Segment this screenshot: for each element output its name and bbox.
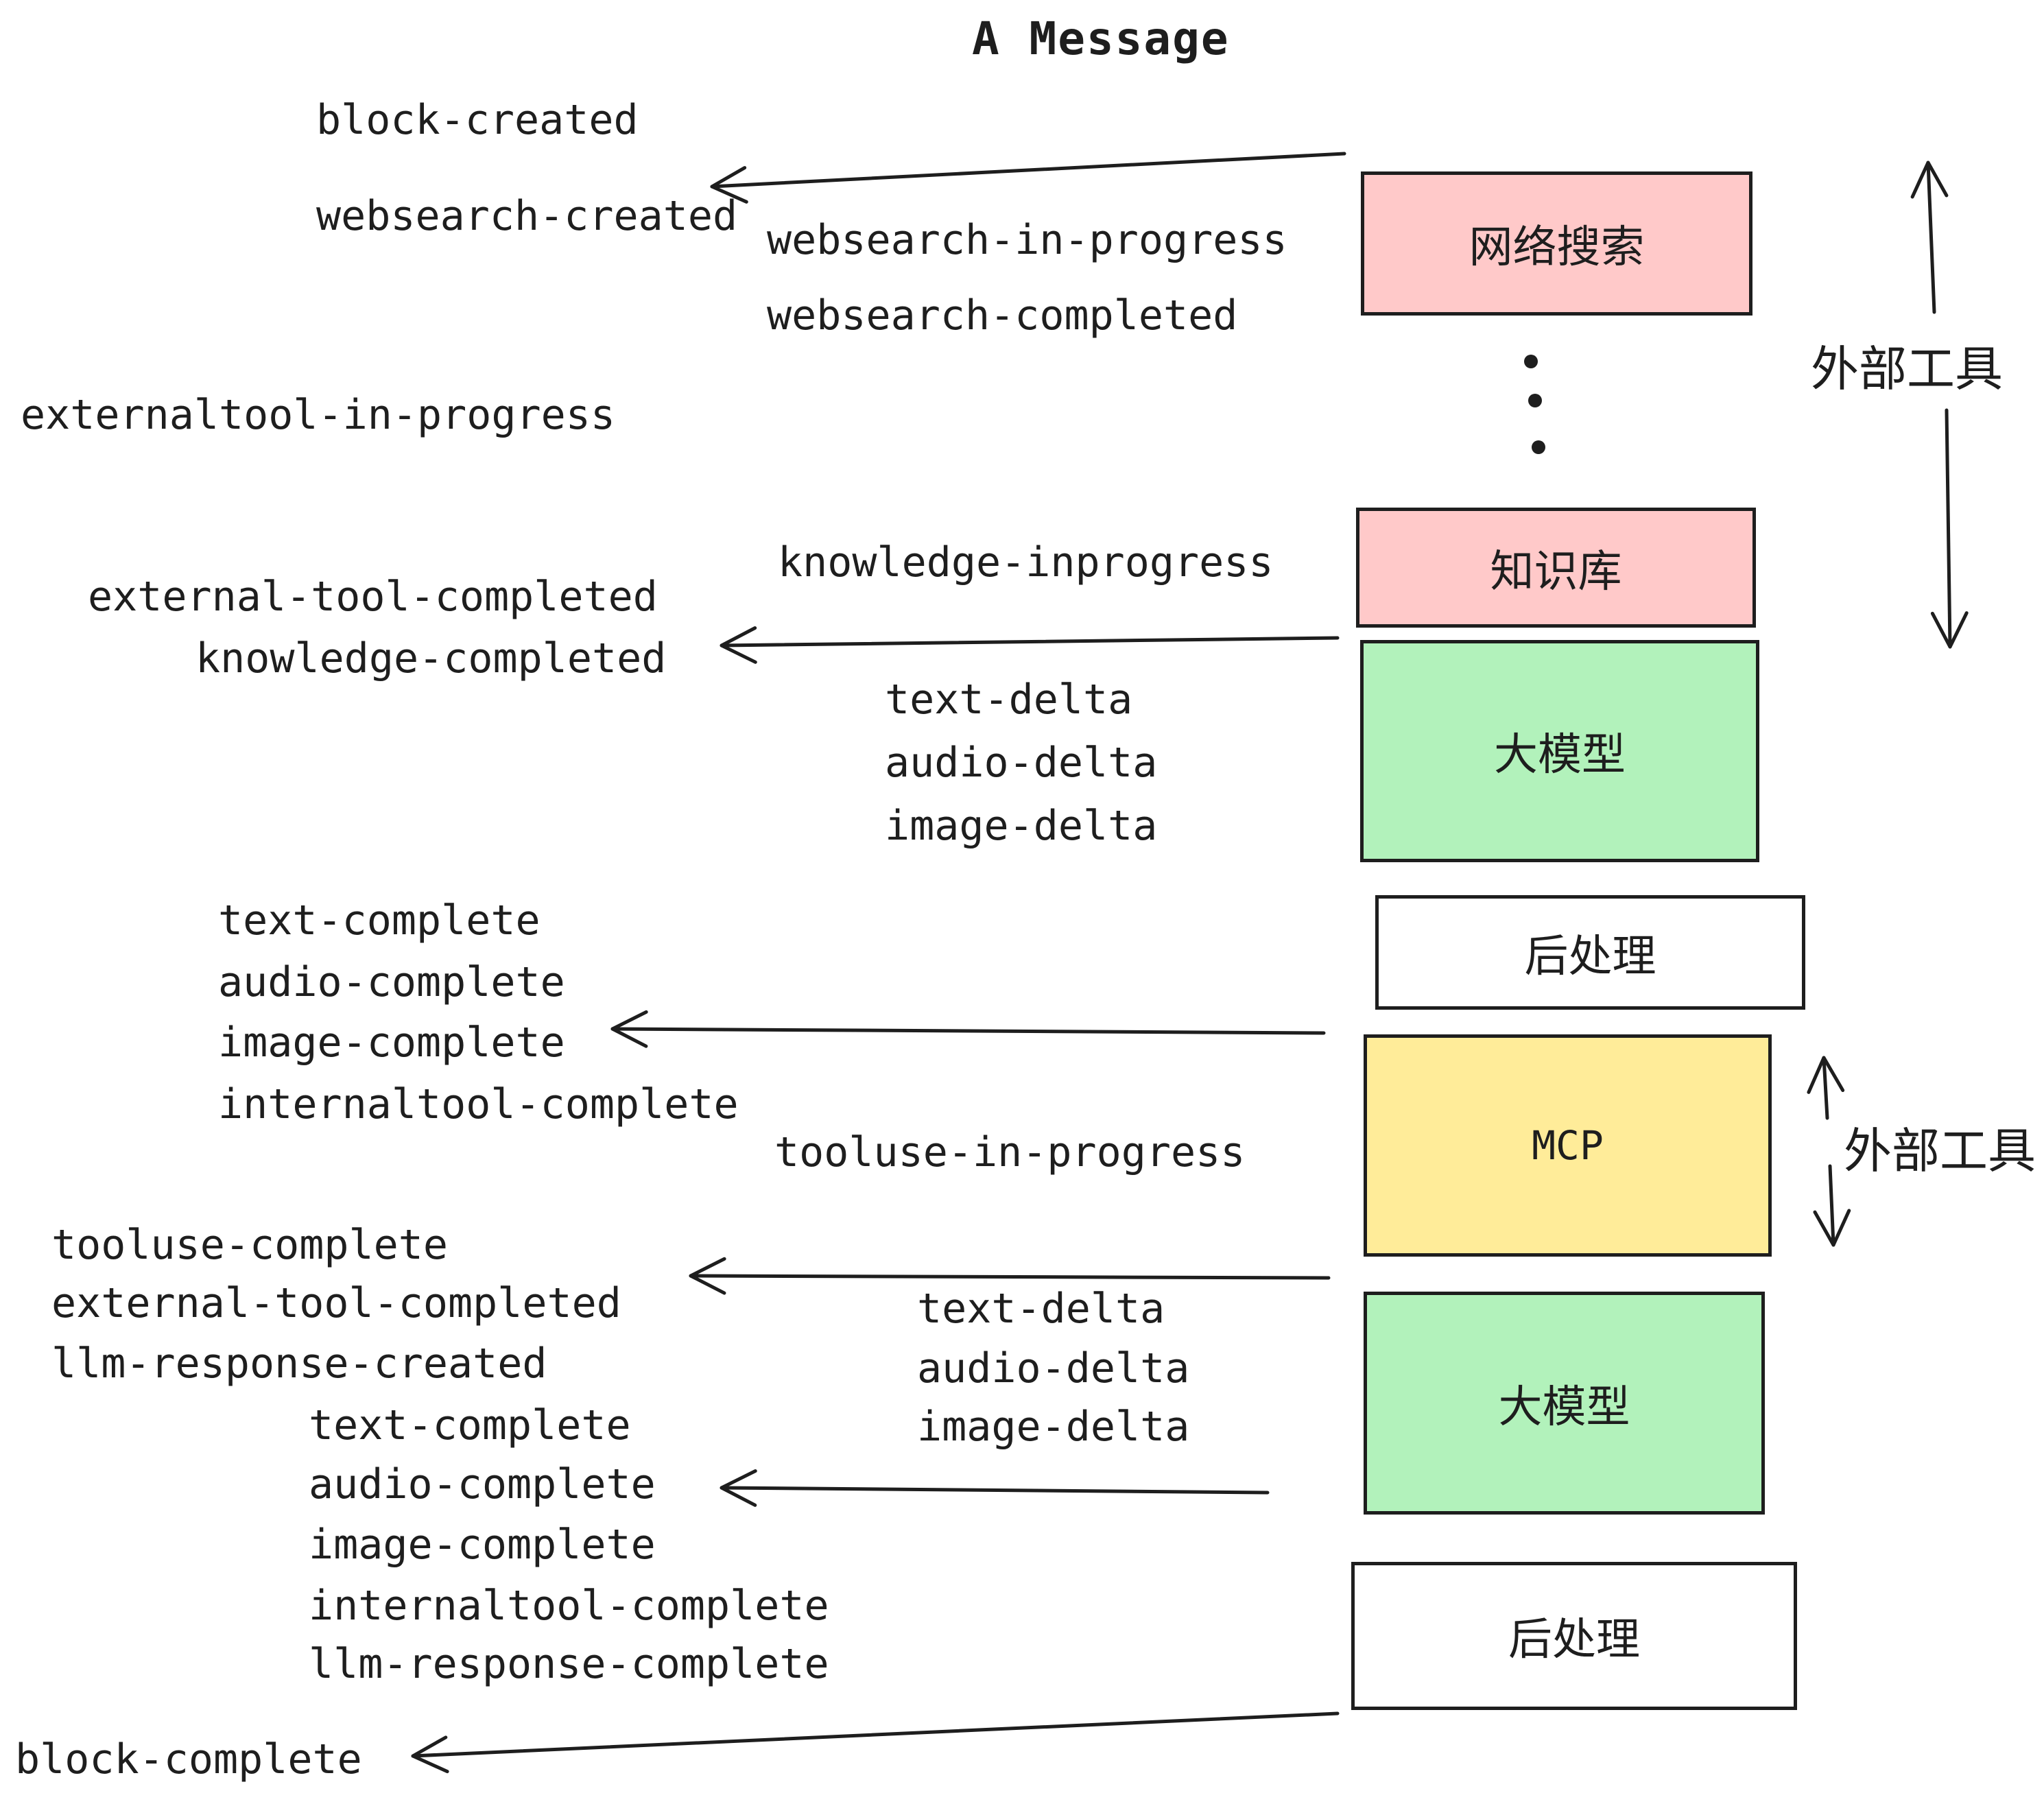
external-tool-side-label: 外部工具 bbox=[1811, 341, 2003, 397]
node-label-knowledge: 知识库 bbox=[1490, 546, 1622, 597]
node-label-postprocess-1: 后处理 bbox=[1524, 931, 1656, 982]
external-tool-up-arrow bbox=[1910, 161, 1949, 314]
event-label: text-delta bbox=[917, 1285, 1165, 1333]
event-label: block-complete bbox=[15, 1735, 362, 1783]
ellipsis-dot bbox=[1524, 355, 1538, 368]
event-label: text-complete bbox=[218, 897, 540, 945]
ellipsis-dot bbox=[1528, 394, 1542, 407]
arrow-to-block-complete bbox=[411, 1711, 1340, 1774]
external-tool-side-label: 外部工具 bbox=[1844, 1123, 2036, 1179]
event-label: image-complete bbox=[218, 1019, 565, 1067]
event-label: audio-delta bbox=[917, 1344, 1190, 1392]
external-tool-down-arrow bbox=[1930, 408, 1969, 649]
event-label: internaltool-complete bbox=[309, 1582, 829, 1630]
node-mcp: MCP bbox=[1364, 1034, 1772, 1257]
event-label: text-delta bbox=[885, 676, 1133, 724]
event-label: tooluse-in-progress bbox=[774, 1128, 1246, 1176]
node-llm-1: 大模型 bbox=[1360, 640, 1759, 862]
event-label: llm-response-complete bbox=[309, 1640, 829, 1688]
arrow-to-audio-complete bbox=[720, 1469, 1270, 1507]
event-label: websearch-in-progress bbox=[767, 216, 1287, 264]
page-title: A Message bbox=[972, 12, 1230, 65]
event-label: external-tool-completed bbox=[51, 1279, 621, 1327]
event-label: image-complete bbox=[309, 1521, 656, 1569]
arrow-to-image-complete bbox=[610, 1010, 1326, 1048]
event-label: knowledge-inprogress bbox=[778, 538, 1274, 586]
node-label-llm-1: 大模型 bbox=[1494, 730, 1626, 781]
ellipsis-dot bbox=[1532, 440, 1545, 454]
event-label: external-tool-completed bbox=[88, 573, 658, 621]
event-label: image-delta bbox=[885, 802, 1158, 850]
event-label: externaltool-in-progress bbox=[21, 391, 615, 439]
node-label-llm-2: 大模型 bbox=[1498, 1381, 1630, 1433]
event-label: internaltool-complete bbox=[218, 1080, 739, 1128]
arrow-to-knowledge-completed bbox=[720, 626, 1340, 664]
external-tool-up-arrow bbox=[1807, 1056, 1845, 1120]
event-label: text-complete bbox=[309, 1401, 631, 1449]
arrow-to-block-created bbox=[710, 152, 1346, 204]
node-knowledge: 知识库 bbox=[1356, 508, 1756, 628]
node-postprocess-2: 后处理 bbox=[1351, 1562, 1797, 1710]
event-label: tooluse-complete bbox=[51, 1221, 448, 1269]
event-label: knowledge-completed bbox=[195, 634, 667, 683]
node-label-websearch: 网络搜索 bbox=[1469, 222, 1645, 273]
event-label: websearch-created bbox=[316, 192, 738, 240]
node-llm-2: 大模型 bbox=[1364, 1292, 1765, 1515]
event-label: audio-complete bbox=[309, 1460, 656, 1508]
node-websearch: 网络搜索 bbox=[1361, 171, 1752, 316]
event-label: image-delta bbox=[917, 1403, 1190, 1451]
event-label: llm-response-created bbox=[51, 1340, 547, 1388]
node-label-mcp: MCP bbox=[1532, 1122, 1604, 1169]
event-label: websearch-completed bbox=[767, 292, 1238, 340]
event-label: audio-complete bbox=[218, 958, 565, 1006]
event-label: audio-delta bbox=[885, 739, 1158, 787]
node-label-postprocess-2: 后处理 bbox=[1508, 1615, 1640, 1665]
event-label: block-created bbox=[316, 96, 639, 144]
node-postprocess-1: 后处理 bbox=[1375, 895, 1805, 1010]
